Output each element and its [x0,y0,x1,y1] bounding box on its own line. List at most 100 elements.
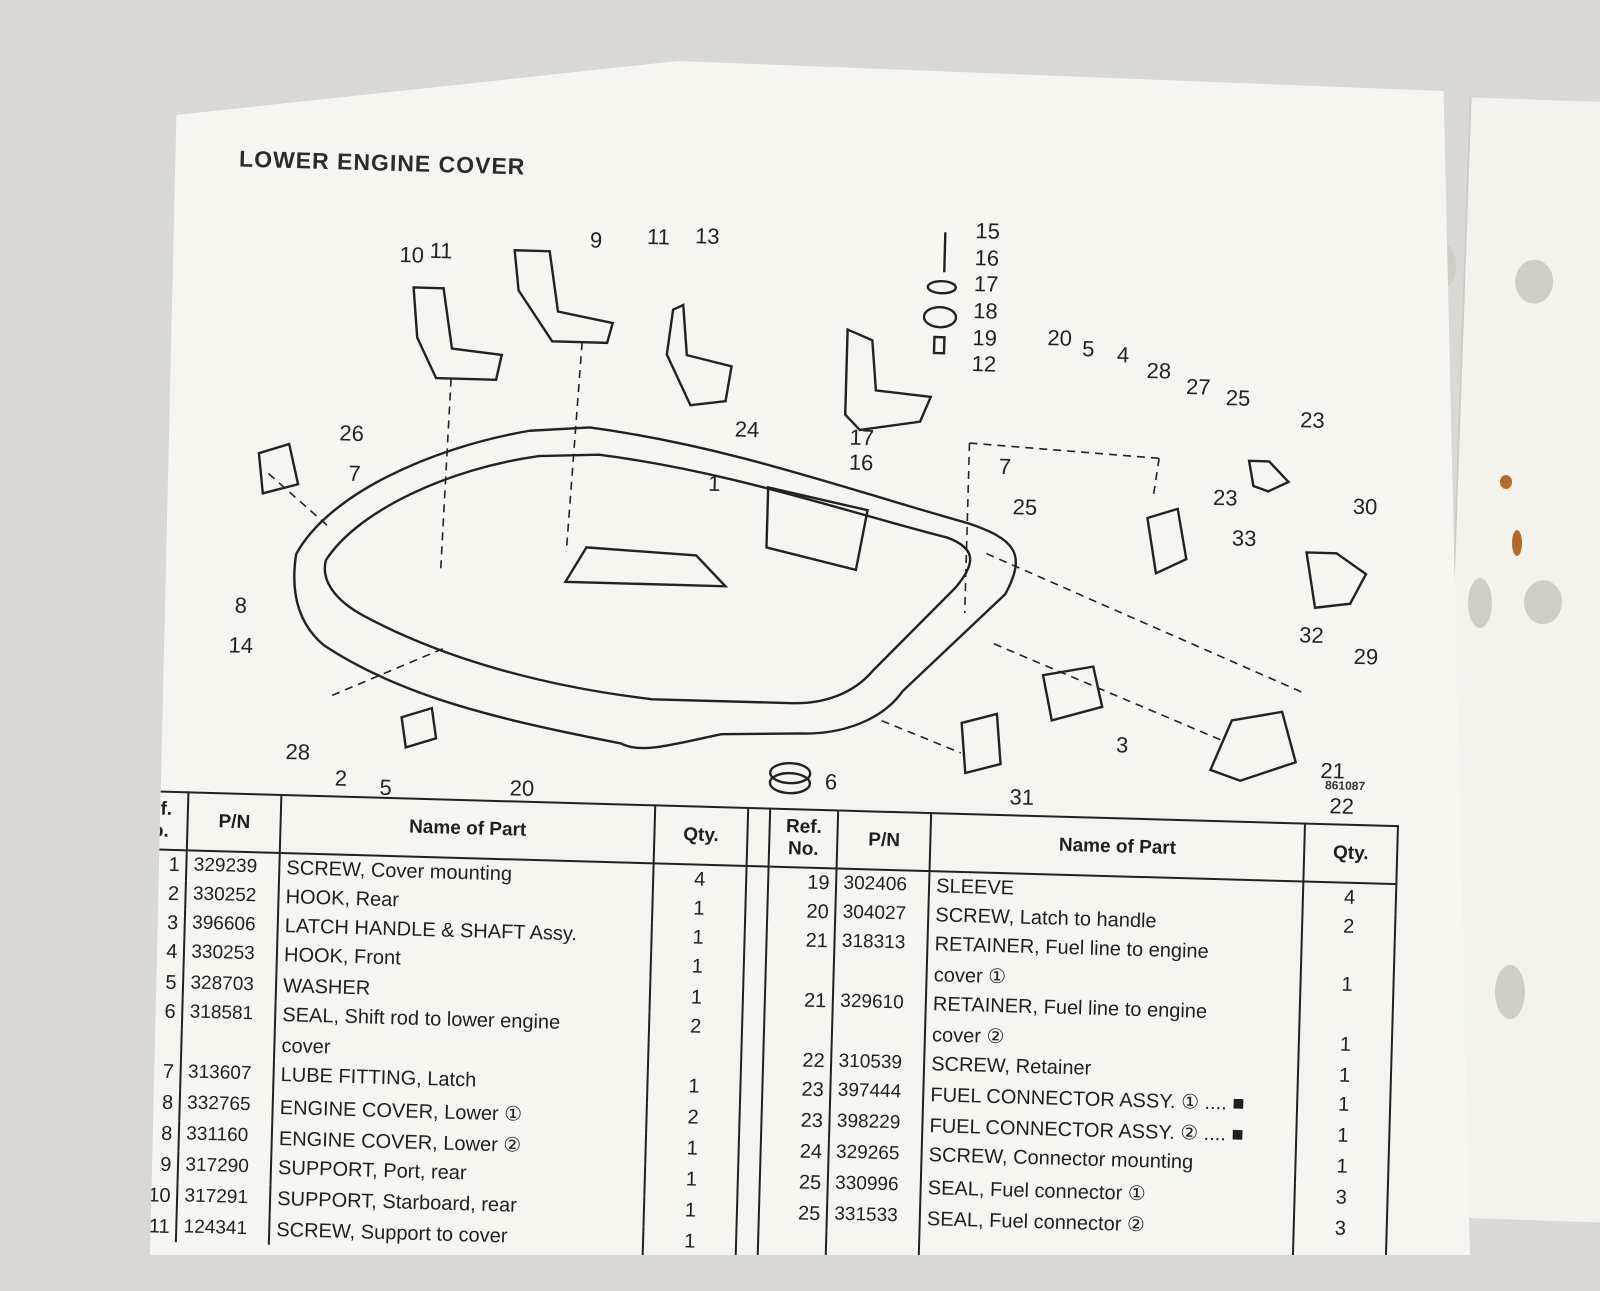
qty-cell: 1 [649,982,744,1014]
qty-cell: 1 [1296,1120,1390,1155]
col-header-ref: Ref. No. [768,808,839,869]
cover-bulkhead [765,485,869,572]
column-gap [744,895,768,926]
latch-handle-3 [1041,665,1104,722]
cover-pocket [563,546,729,588]
qty-cell: 1 [647,1071,741,1105]
hook-rear-2 [400,706,438,749]
punch-hole [1468,578,1492,628]
ref-no-cell: 4 [150,936,185,970]
qty-cell [1301,940,1395,973]
qty-cell: 1 [1300,969,1394,1004]
callout-label: 22 [1329,793,1354,819]
ref-no-cell: 5 [150,967,184,999]
part-number-cell: 332765 [179,1089,274,1123]
parts-table: Ref. No. P/N Name of Part Qty. Ref. No. … [150,789,1399,1255]
ref-no-cell [765,954,835,988]
column-gap [735,1228,759,1255]
qty-cell: 3 [1293,1213,1388,1247]
part-number-cell: 328703 [183,969,277,1001]
callout-label: 17 [974,271,999,297]
callout-label: 23 [1213,485,1238,511]
qty-cell: 1 [650,951,745,985]
ref-no-cell: 11 [150,1211,178,1243]
callout-label: 23 [1300,407,1325,433]
callout-label: 5 [379,775,392,800]
callout-label: 7 [998,454,1011,479]
callout-label: 27 [1186,374,1211,400]
ref-no-cell: 3 [150,907,186,939]
retainer-21 [1208,710,1298,782]
callout-label: 33 [1232,525,1257,551]
column-gap [742,984,766,1015]
ref-no-cell: 22 [762,1045,832,1077]
callout-label: 28 [1146,358,1171,384]
part-number-cell: 330996 [827,1169,922,1203]
punch-hole [1495,965,1525,1019]
ref-no-cell: 23 [761,1074,832,1108]
part-number-cell: 398229 [829,1107,923,1141]
seal-6 [768,771,812,795]
qty-cell: 1 [1297,1060,1392,1093]
ref-no-cell: 1 [150,848,188,881]
callout-label: 4 [1117,342,1130,367]
ref-no-cell: 25 [758,1198,828,1232]
col-header-qty: Qty. [653,805,749,866]
ref-no-cell: 23 [761,1105,831,1139]
col-header-ref: Ref. No. [150,790,189,851]
qty-cell: 3 [1294,1182,1388,1216]
seal-18 [922,305,958,329]
callout-label: 31 [1009,784,1034,810]
part-number-cell: 317291 [177,1182,271,1216]
callout-label: 20 [509,775,534,801]
bracket-12 [844,327,933,432]
column-gap [739,1073,763,1106]
column-gap [740,1044,764,1075]
part-number-cell: 318581 [182,998,276,1032]
col-header-pn: P/N [187,792,282,853]
exploded-parts-diagram: 10 11 9 11 13 15 16 17 18 19 12 20 5 4 2… [228,218,1378,819]
ref-no-cell: 8 [150,1087,181,1121]
ref-no-cell: 6 [150,996,184,1030]
qty-cell: 2 [1301,911,1396,944]
callout-label: 11 [647,224,671,250]
col-header-name: Name of Part [279,794,656,864]
lower-engine-cover-outline [293,426,1017,750]
callout-label: 25 [1226,385,1251,411]
screw-15 [943,232,947,273]
lower-engine-cover-inner [323,453,972,705]
qty-cell: 4 [1302,881,1397,915]
ref-no-cell [150,1027,183,1059]
part-number-cell: 329239 [186,850,280,883]
sleeve-19 [932,335,946,355]
ref-no-cell: 10 [150,1180,178,1214]
punch-hole [1523,579,1563,625]
latch-hook-13 [665,303,733,407]
ref-no-cell: 25 [759,1167,829,1201]
bracket-support-starboard [412,286,504,382]
callout-label: 17 [849,425,874,451]
qty-cell [648,1042,742,1074]
callout-label: 5 [1082,336,1095,361]
callout-label: 16 [849,450,874,476]
ref-no-cell: 9 [150,1149,179,1183]
callout-label: 1 [708,471,721,496]
part-number-cell: 397444 [830,1076,924,1110]
part-number-cell [833,956,928,991]
retainer-29 [1305,551,1368,610]
bracket-support-port [513,249,615,345]
part-number-cell: 330253 [183,938,278,972]
ref-no-cell: 24 [760,1136,830,1170]
ref-no-cell: 21 [766,925,836,957]
part-number-cell: 331160 [178,1120,273,1154]
part-number-cell: 331533 [826,1200,921,1234]
fuel-connector-23 [1146,507,1188,576]
part-number-cell [181,1029,275,1061]
qty-cell: 1 [643,1195,738,1229]
part-number-cell: 302406 [836,868,930,902]
callout-label: 20 [1047,325,1072,351]
part-number-cell: 396606 [184,909,279,941]
qty-cell: 1 [652,893,746,925]
washer-16 [926,279,958,295]
ref-no-cell: 2 [150,878,187,910]
